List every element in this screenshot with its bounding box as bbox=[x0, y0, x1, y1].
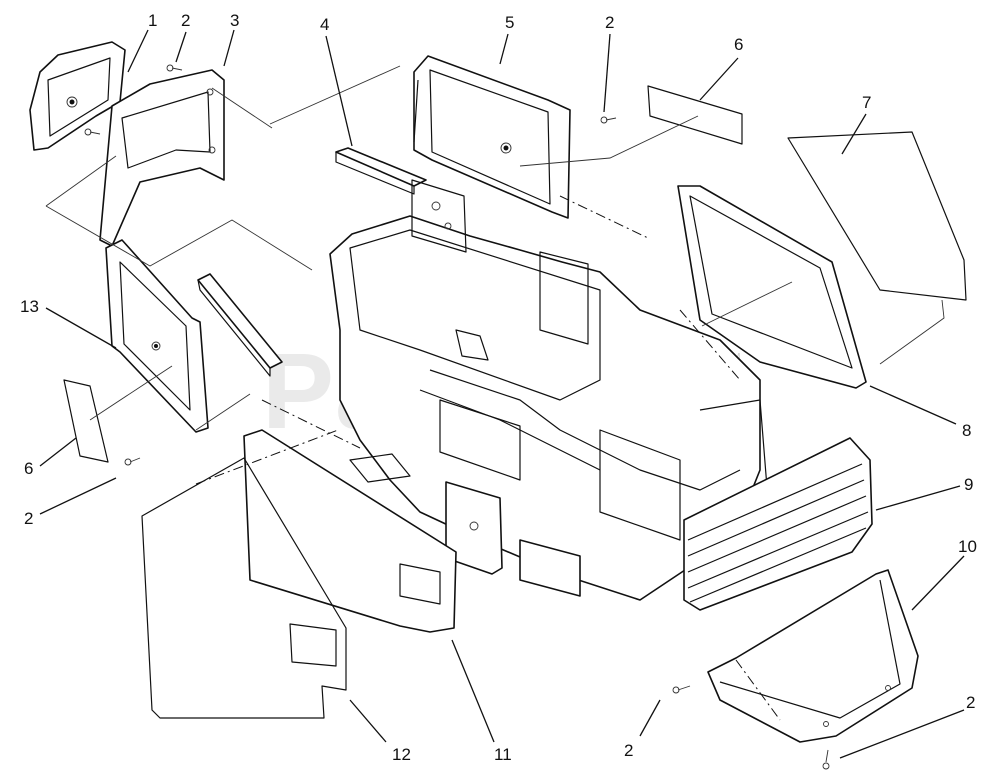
leader-10 bbox=[911, 555, 965, 611]
assembly-line-1 bbox=[269, 65, 401, 125]
screw-2-f[interactable] bbox=[822, 749, 830, 770]
callout-2-b: 2 bbox=[605, 13, 614, 32]
part-4-bar-left[interactable] bbox=[197, 273, 283, 377]
frame-mount-plate[interactable] bbox=[445, 481, 581, 597]
assembly-line-7 bbox=[89, 365, 173, 421]
callout-1: 1 bbox=[148, 11, 157, 30]
callout-10: 10 bbox=[958, 537, 977, 556]
leader-2-a bbox=[175, 31, 187, 63]
part-10-front-bumper[interactable] bbox=[707, 569, 919, 743]
assembly-line-8 bbox=[195, 393, 251, 431]
part-13-side-panel[interactable] bbox=[105, 239, 209, 433]
assembly-line-4 bbox=[45, 205, 313, 271]
callout-2-c: 2 bbox=[24, 509, 33, 528]
callout-6-a: 6 bbox=[734, 35, 743, 54]
callout-7: 7 bbox=[862, 93, 871, 112]
callout-9: 9 bbox=[964, 475, 973, 494]
assembly-dash-1 bbox=[195, 429, 339, 485]
callout-4: 4 bbox=[320, 15, 329, 34]
part-5-rear-screen[interactable] bbox=[413, 55, 571, 219]
screw-2-e[interactable] bbox=[672, 685, 691, 694]
leader-13 bbox=[45, 307, 117, 349]
leader-7 bbox=[841, 113, 867, 155]
leader-6-b bbox=[39, 437, 77, 467]
leader-4 bbox=[325, 35, 353, 147]
callout-2-d: 2 bbox=[966, 693, 975, 712]
assembly-dash-2 bbox=[261, 399, 361, 449]
leader-1 bbox=[127, 29, 149, 73]
part-11-side-hood-panel[interactable] bbox=[243, 429, 457, 633]
leader-2-c bbox=[39, 477, 117, 515]
assembly-dash-3 bbox=[559, 195, 649, 239]
part-1-side-screen[interactable] bbox=[29, 41, 126, 151]
callout-12: 12 bbox=[392, 745, 411, 764]
part-8-side-screen[interactable] bbox=[677, 185, 867, 389]
assembly-line-2 bbox=[211, 87, 273, 129]
part-3-curved-panel[interactable] bbox=[99, 69, 225, 247]
part-12-side-panel-large[interactable] bbox=[141, 457, 347, 719]
callout-13: 13 bbox=[20, 297, 39, 316]
part-4-bar-top[interactable] bbox=[335, 147, 427, 195]
leader-2-b bbox=[603, 33, 611, 113]
leader-12 bbox=[349, 699, 387, 743]
part-7-large-panel[interactable] bbox=[787, 131, 967, 301]
callout-5: 5 bbox=[505, 13, 514, 32]
leader-5 bbox=[499, 33, 509, 65]
callout-3: 3 bbox=[230, 11, 239, 30]
leader-11 bbox=[451, 639, 495, 743]
callout-11: 11 bbox=[494, 745, 512, 764]
leader-2-e bbox=[639, 699, 661, 737]
leader-2-d bbox=[839, 709, 965, 759]
leader-6-a bbox=[699, 57, 739, 101]
leader-8 bbox=[869, 385, 957, 425]
part-6-decal-left[interactable] bbox=[63, 379, 109, 463]
assembly-dash-5 bbox=[735, 659, 781, 721]
screw-2-c[interactable] bbox=[600, 116, 617, 124]
callout-2-e: 2 bbox=[624, 741, 633, 760]
leader-9 bbox=[875, 485, 961, 511]
callout-6-b: 6 bbox=[24, 459, 33, 478]
part-6-decal-top[interactable] bbox=[647, 85, 743, 145]
screw-2-d[interactable] bbox=[124, 457, 141, 466]
assembly-line-3 bbox=[45, 155, 117, 207]
screw-2-a[interactable] bbox=[166, 64, 183, 72]
assembly-dash-4 bbox=[679, 309, 741, 381]
leader-3 bbox=[223, 29, 235, 67]
assembly-line-5 bbox=[519, 115, 699, 167]
assembly-line-6 bbox=[879, 299, 945, 365]
callout-2-a: 2 bbox=[181, 11, 190, 30]
screw-2-b[interactable] bbox=[84, 128, 101, 136]
callout-8: 8 bbox=[962, 421, 971, 440]
assembly-line-9 bbox=[701, 281, 793, 327]
part-9-grille[interactable] bbox=[683, 437, 873, 611]
